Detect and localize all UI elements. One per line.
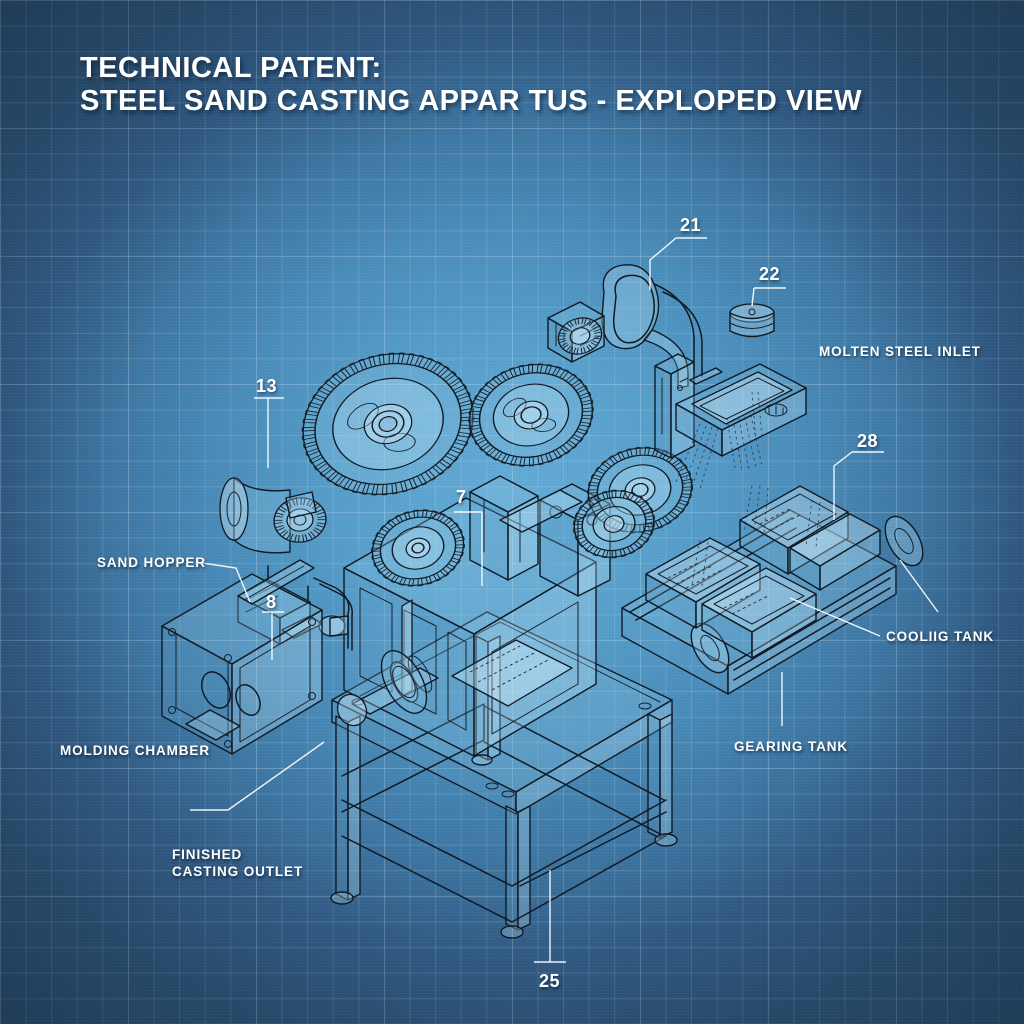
spline-coupler-block <box>547 301 605 363</box>
mold-box-2 <box>701 567 817 659</box>
motor-housing <box>219 477 327 554</box>
label-molding-chamber[interactable]: MOLDING CHAMBER <box>60 743 210 758</box>
label-sand-hopper[interactable]: SAND HOPPER <box>97 555 206 570</box>
mold-box-3 <box>739 485 849 575</box>
title-block: TECHNICAL PATENT: STEEL SAND CASTING APP… <box>80 52 862 118</box>
label-finished-casting-outlet[interactable]: FINISHED CASTING OUTLET <box>172 847 304 879</box>
callout-13[interactable]: 13 <box>256 376 278 396</box>
drive-gear-large <box>301 352 475 496</box>
drive-gear-column <box>370 509 466 587</box>
pour-stream-group <box>675 391 763 490</box>
drive-gear-medium <box>468 363 594 467</box>
mold-box-4 <box>789 513 881 591</box>
sand-hopper <box>237 565 323 645</box>
timing-belt <box>601 264 703 389</box>
machine-frame-table <box>330 611 678 939</box>
callout-22[interactable]: 22 <box>759 264 781 284</box>
ladle-puck <box>729 303 775 338</box>
callout-25[interactable]: 25 <box>539 971 561 991</box>
label-gearing-tank[interactable]: GEARING TANK <box>734 739 849 754</box>
conveyor-cooling-tank <box>572 485 924 695</box>
label-molten-steel-inlet[interactable]: MOLTEN STEEL INLET <box>819 344 981 359</box>
conveyor-sprocket <box>572 489 656 559</box>
callout-7[interactable]: 7 <box>456 487 467 507</box>
callout-21[interactable]: 21 <box>680 215 702 235</box>
label-cooliig-tank[interactable]: COOLIIG TANK <box>886 629 995 644</box>
pouring-basin <box>654 353 807 490</box>
callout-28[interactable]: 28 <box>857 431 879 451</box>
title-line-1: TECHNICAL PATENT: <box>80 52 382 84</box>
title-line-2: STEEL SAND CASTING APPAR TUS - EXPLOPED … <box>80 85 862 117</box>
molding-chamber-exploded <box>161 559 353 755</box>
callout-8[interactable]: 8 <box>266 592 277 612</box>
callout-leader-lines <box>190 237 939 963</box>
cooling-spray-group <box>691 485 821 587</box>
